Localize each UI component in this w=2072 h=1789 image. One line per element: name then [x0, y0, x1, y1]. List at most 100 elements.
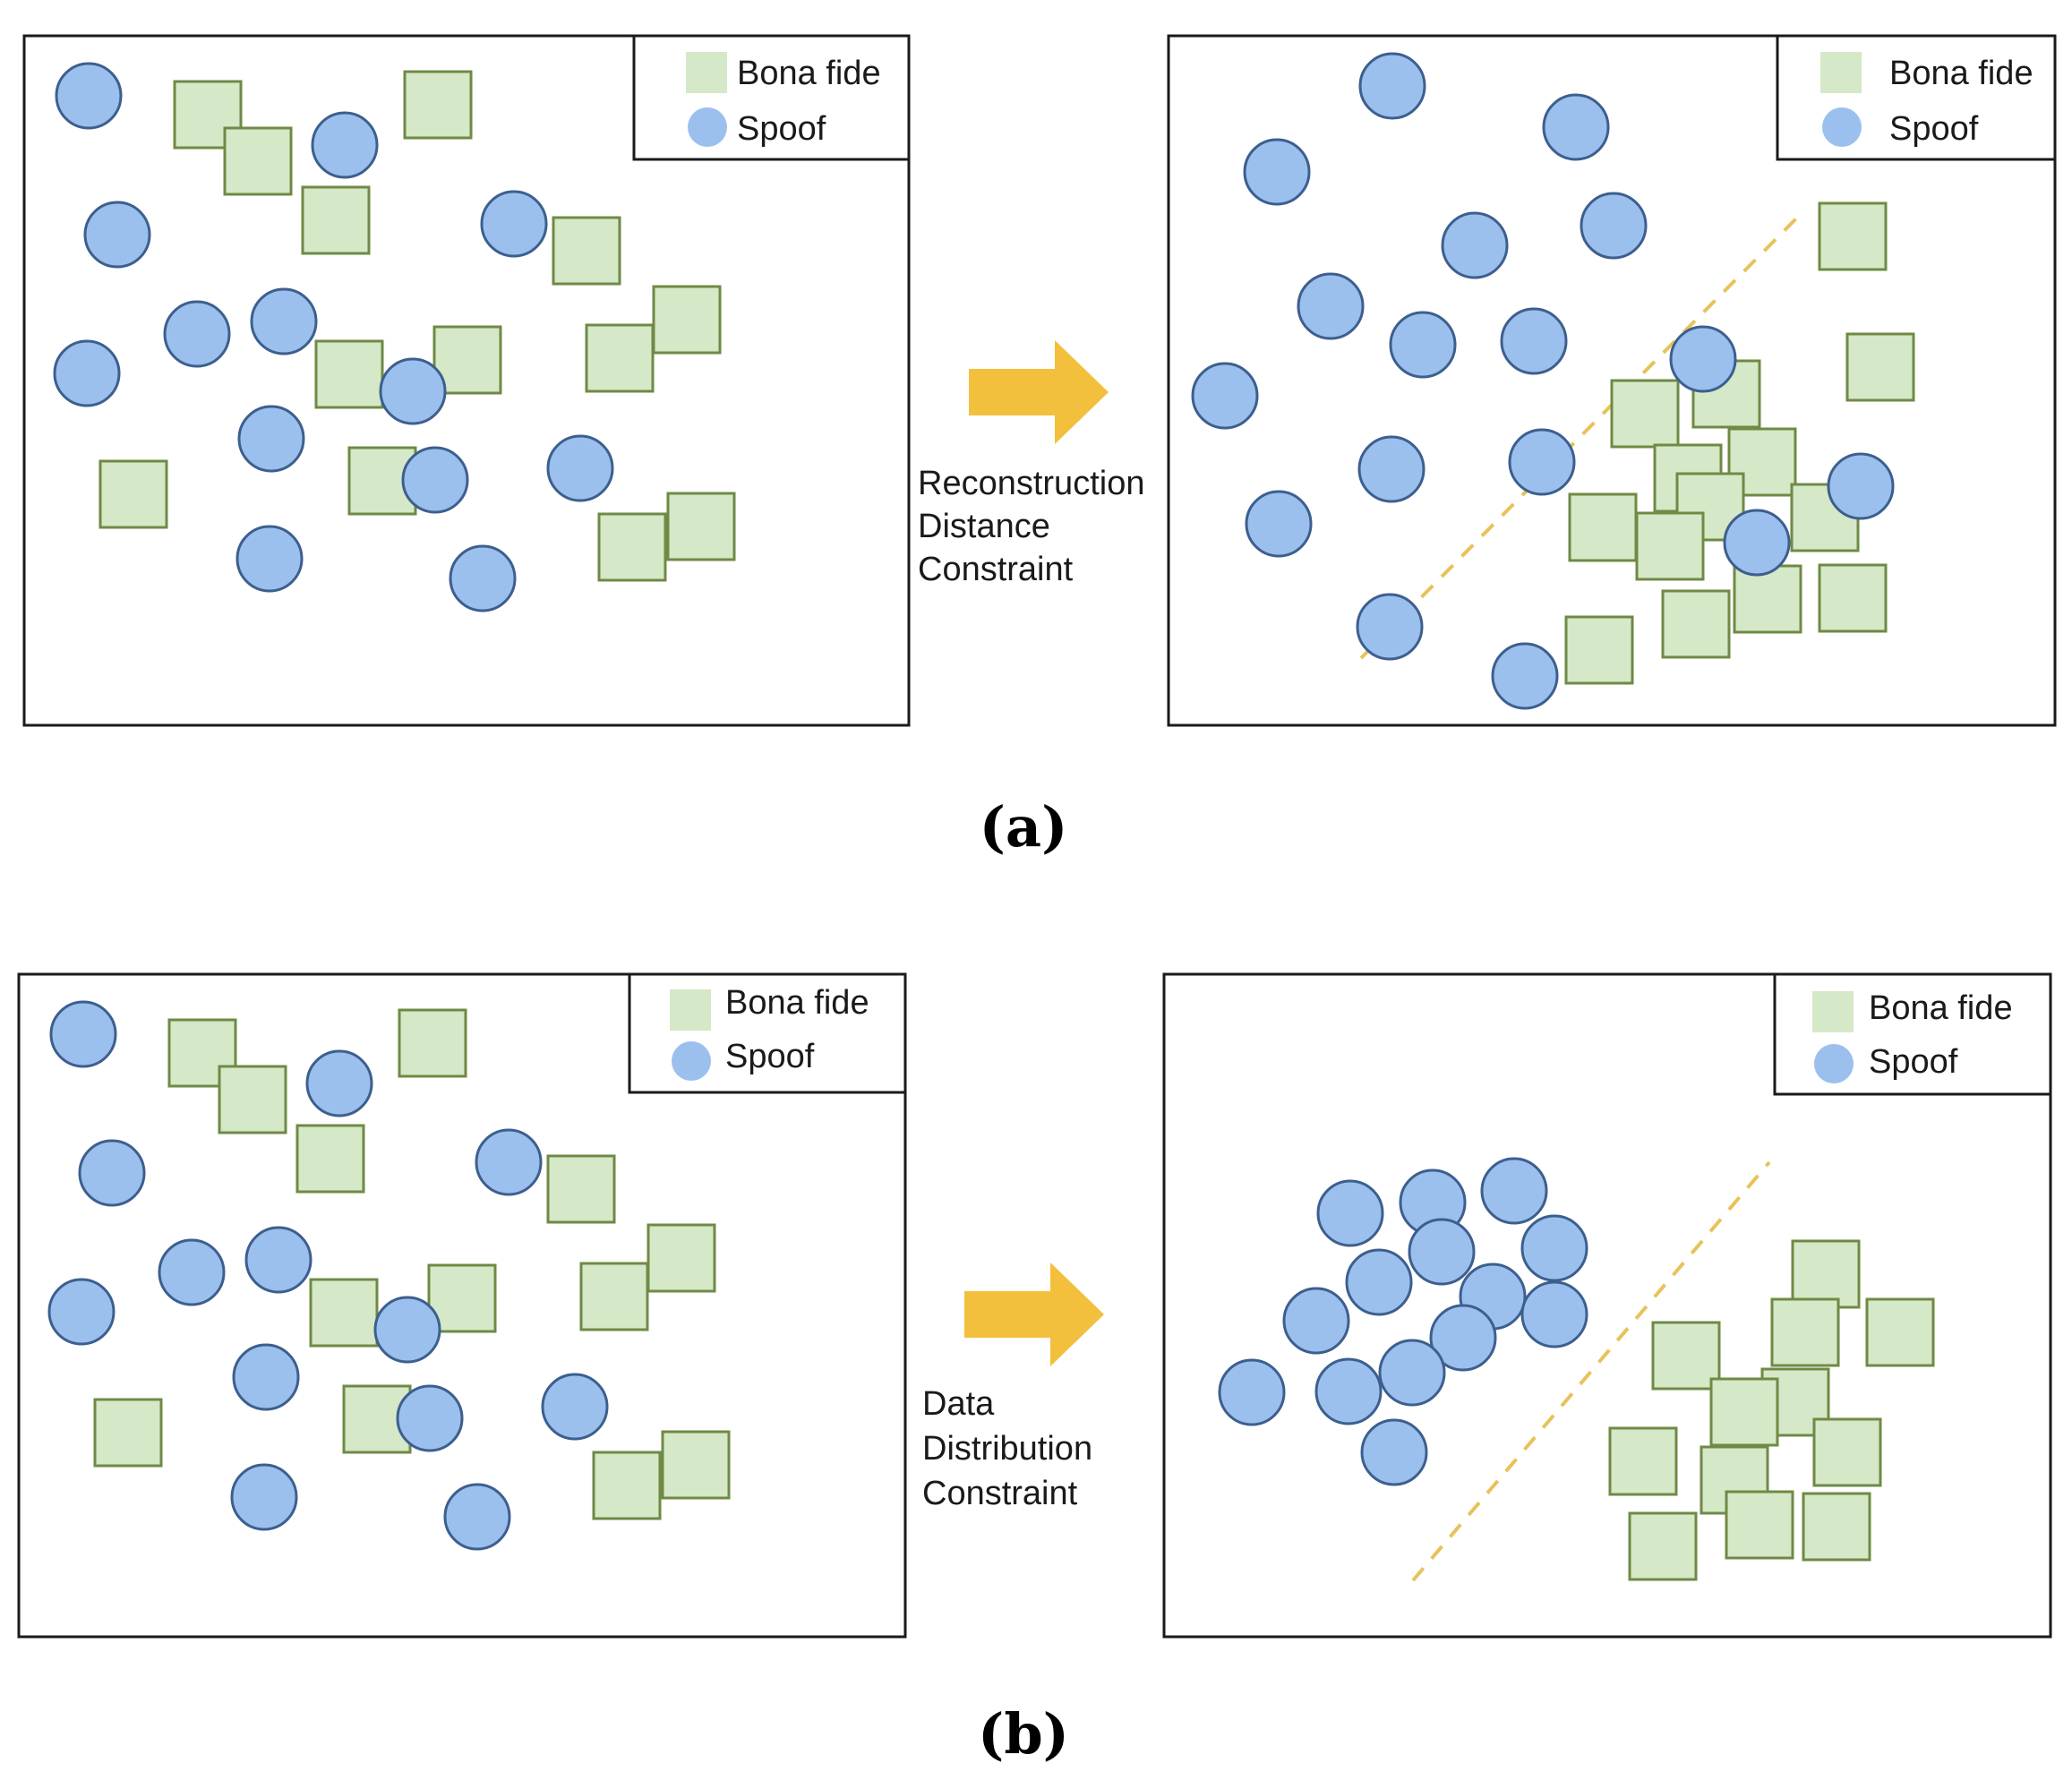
spoof-marker	[1500, 307, 1568, 375]
bona-fide-marker	[98, 459, 168, 529]
bona-fide-marker	[1865, 1297, 1935, 1367]
legend: Bona fide Spoof	[1776, 34, 2057, 161]
spoof-marker	[1297, 272, 1365, 340]
bona-fide-marker	[223, 126, 293, 196]
spoof-marker	[401, 446, 469, 514]
bona-fide-marker	[432, 325, 502, 395]
spoof-marker	[1669, 325, 1737, 393]
spoof-marker	[1282, 1287, 1350, 1355]
spoof-marker	[1316, 1179, 1384, 1247]
spoof-marker	[1441, 211, 1509, 279]
bona-fide-marker	[1818, 563, 1888, 633]
spoof-marker	[373, 1296, 441, 1364]
scatter-markers	[47, 1000, 731, 1551]
bona-fide-marker	[173, 80, 243, 150]
bona-fide-marker	[1812, 1417, 1882, 1487]
spoof-marker	[49, 1000, 117, 1068]
bona-fide-marker	[666, 492, 736, 561]
row-a-before-panel: Bona fide Spoof	[22, 34, 911, 727]
arrow-icon	[969, 340, 1109, 444]
spoof-marker	[235, 525, 304, 593]
legend-bona-fide-label: Bona fide	[725, 984, 869, 1022]
spoof-marker	[379, 357, 447, 425]
bona-fide-marker	[1818, 201, 1888, 271]
bona-fide-marker	[1733, 564, 1802, 634]
legend-spoof-swatch	[1814, 1044, 1854, 1083]
bona-fide-marker	[592, 1451, 662, 1520]
legend-spoof-swatch	[688, 107, 727, 147]
spoof-marker	[1345, 1248, 1413, 1316]
legend: Bona fide Spoof	[632, 34, 911, 161]
decision-boundary	[1411, 1160, 1771, 1582]
spoof-marker	[1191, 362, 1259, 430]
spoof-marker	[55, 62, 123, 130]
bona-fide-marker	[93, 1398, 163, 1468]
legend: Bona fide Spoof	[1773, 972, 2052, 1096]
spoof-marker	[1314, 1357, 1383, 1425]
arrow-icon	[964, 1263, 1104, 1366]
spoof-marker	[237, 405, 305, 473]
bona-fide-marker	[552, 216, 621, 286]
bona-fide-marker	[309, 1278, 379, 1348]
spoof-marker	[443, 1483, 511, 1551]
transition-label-line-2: Distance	[918, 508, 1050, 545]
legend-spoof-label: Spoof	[1889, 110, 1979, 148]
spoof-marker	[1827, 452, 1895, 520]
spoof-marker	[1378, 1339, 1446, 1407]
spoof-marker	[475, 1128, 543, 1196]
bona-fide-marker	[1628, 1511, 1698, 1581]
spoof-marker	[1357, 435, 1426, 503]
spoof-marker	[1218, 1358, 1286, 1426]
legend-spoof-label: Spoof	[737, 110, 826, 148]
transition-label-line-1: Reconstruction	[918, 465, 1144, 502]
spoof-marker	[232, 1343, 300, 1411]
spoof-marker	[449, 544, 517, 612]
bona-fide-marker	[597, 512, 667, 582]
scatter-markers	[1191, 52, 1915, 710]
spoof-marker	[250, 287, 318, 355]
spoof-marker	[546, 434, 614, 502]
bona-fide-marker	[652, 285, 722, 355]
bona-fide-marker	[1564, 615, 1634, 685]
bona-fide-marker	[295, 1124, 365, 1194]
bona-fide-marker	[546, 1154, 616, 1224]
row-b: Bona fide Spoof Data Distribution Constr…	[17, 972, 2052, 1767]
bona-fide-marker	[646, 1223, 716, 1293]
legend-frame	[632, 34, 911, 161]
spoof-marker	[1358, 52, 1426, 120]
transition-label-line-1: Data	[922, 1385, 995, 1423]
legend-bona-fide-swatch	[670, 989, 711, 1031]
spoof-marker	[1723, 509, 1791, 577]
spoof-marker	[480, 190, 548, 258]
bona-fide-marker	[579, 1262, 649, 1331]
bona-fide-marker	[1725, 1490, 1794, 1560]
spoof-marker	[53, 339, 121, 407]
row-b-caption: (b)	[978, 1701, 1069, 1767]
row-a-caption: (a)	[980, 794, 1068, 860]
bona-fide-marker	[301, 185, 371, 255]
bona-fide-marker	[218, 1065, 287, 1134]
spoof-marker	[158, 1238, 226, 1306]
scatter-markers	[1218, 1157, 1935, 1581]
bona-fide-marker	[403, 70, 473, 140]
bona-fide-marker	[1635, 511, 1705, 581]
bona-fide-marker	[1661, 589, 1731, 659]
legend-bona-fide-swatch	[1812, 991, 1854, 1032]
spoof-marker	[244, 1226, 313, 1294]
legend-bona-fide-label: Bona fide	[737, 55, 881, 92]
bona-fide-marker	[1791, 1239, 1861, 1309]
row-b-after-panel: Bona fide Spoof	[1162, 972, 2052, 1639]
bona-fide-marker	[661, 1430, 731, 1500]
row-a: Bona fide Spoof Reconstruction Distance …	[22, 34, 2057, 860]
spoof-marker	[396, 1384, 464, 1452]
legend-bona-fide-swatch	[1820, 52, 1862, 93]
legend-bona-fide-label: Bona fide	[1889, 55, 2033, 92]
bona-fide-marker	[585, 323, 655, 393]
spoof-marker	[1580, 192, 1648, 260]
decision-boundary	[1359, 209, 1806, 660]
spoof-marker	[78, 1139, 146, 1207]
legend-bona-fide-swatch	[686, 52, 727, 93]
bona-fide-marker	[427, 1263, 497, 1333]
row-a-after-panel: Bona fide Spoof	[1167, 34, 2057, 727]
bona-fide-marker	[1802, 1492, 1871, 1562]
